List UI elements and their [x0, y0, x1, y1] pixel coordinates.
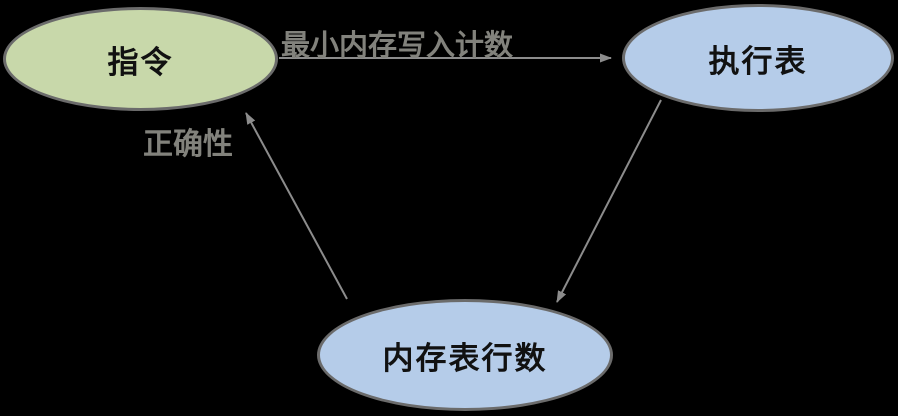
node-memory-table-row-count-label: 内存表行数 [382, 340, 548, 376]
edge-label-correctness: 正确性 [143, 128, 233, 161]
node-execution-table-label: 执行表 [708, 43, 808, 79]
node-instruction-label: 指令 [107, 44, 174, 80]
edge-execution-table-to-memory-rows [556, 99, 662, 303]
node-instruction: 指令 [3, 7, 278, 111]
node-memory-table-row-count: 内存表行数 [317, 299, 613, 411]
edge-label-min-memory-write-count: 最小内存写入计数 [281, 30, 514, 62]
edge-memory-rows-to-instruction [245, 112, 348, 300]
node-execution-table: 执行表 [622, 4, 894, 112]
